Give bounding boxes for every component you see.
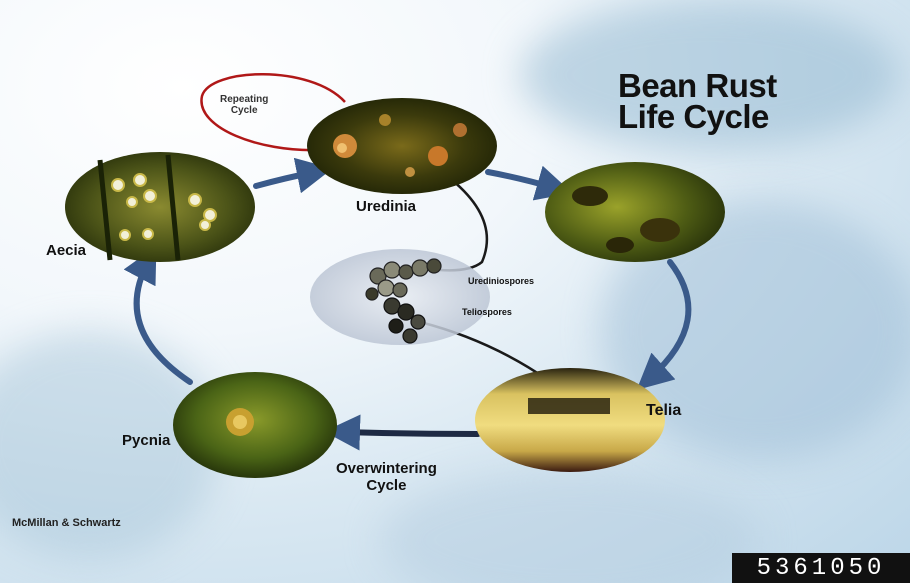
telia-photo — [475, 368, 665, 472]
arrow-uredinia-to-telia — [488, 172, 555, 188]
repeating-cycle-line-1: Repeating — [220, 94, 268, 105]
pycnia-photo — [173, 372, 337, 478]
arrow-telia-to-pycnia — [342, 432, 478, 434]
uredinia-photo — [307, 98, 497, 194]
overwintering-cycle-label: Overwintering Cycle — [336, 460, 437, 494]
image-id-badge: 5361050 — [732, 553, 910, 583]
telia-leaf-photo — [545, 162, 725, 262]
title-line-2: Life Cycle — [618, 98, 769, 135]
overwintering-cycle-line-1: Overwintering — [336, 460, 437, 477]
overwintering-cycle-line-2: Cycle — [366, 477, 406, 494]
photo-credit: McMillan & Schwartz — [12, 517, 121, 529]
stage-label-aecia: Aecia — [46, 242, 86, 259]
spore-label-urediniospores: Urediniospores — [468, 276, 534, 286]
repeating-cycle-line-2: Cycle — [231, 105, 258, 116]
arrow-aecia-to-uredinia — [256, 172, 315, 186]
spore-label-teliospores: Teliospores — [462, 307, 512, 317]
diagram-title: Bean Rust Life Cycle — [618, 70, 777, 132]
repeating-cycle-label: Repeating Cycle — [220, 94, 268, 116]
stage-label-uredinia: Uredinia — [356, 198, 416, 215]
stage-label-pycnia: Pycnia — [122, 432, 170, 449]
aecia-photo — [65, 152, 255, 262]
arrow-pycnia-to-aecia — [137, 262, 190, 382]
stage-label-telia: Telia — [646, 402, 681, 420]
arrow-telia-to-telia-stage — [650, 262, 688, 378]
